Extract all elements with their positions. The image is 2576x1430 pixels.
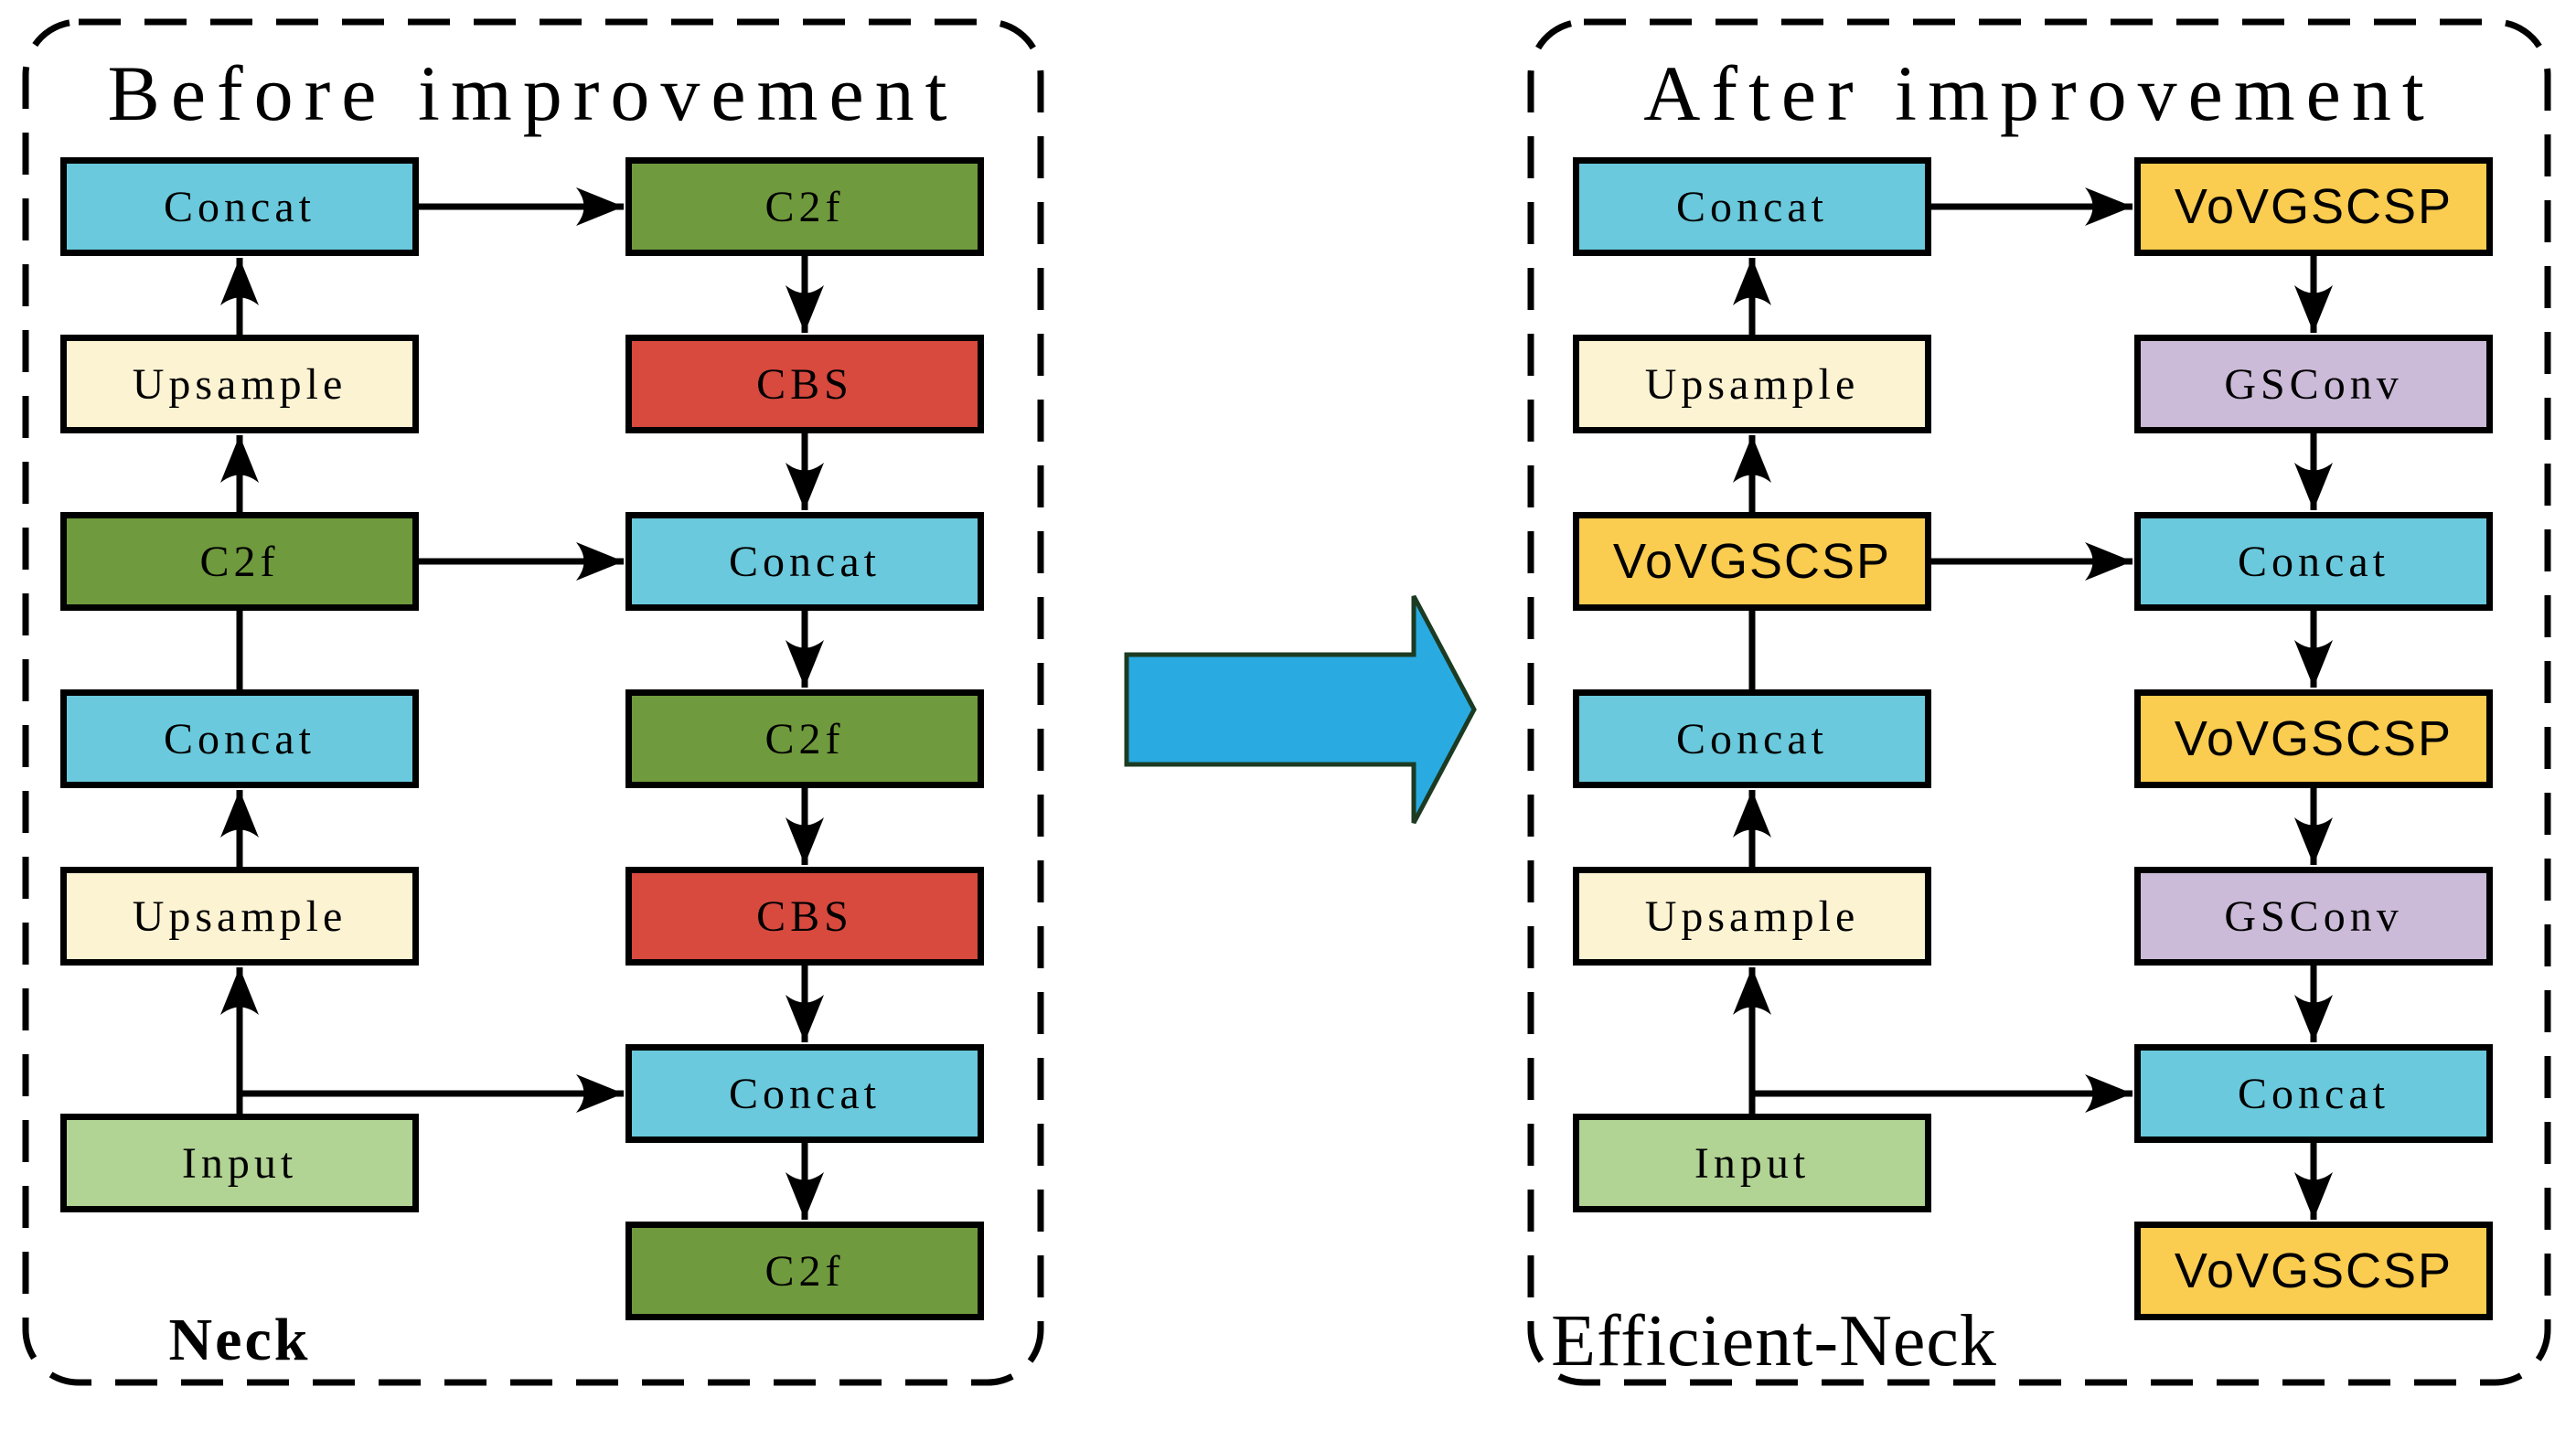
node-c2f: C2f — [625, 689, 984, 788]
node-gsconv: GSConv — [2134, 335, 2493, 433]
node-c2f: C2f — [625, 157, 984, 256]
node-concat: Concat — [2134, 1044, 2493, 1143]
node-c2f: C2f — [625, 1222, 984, 1320]
node-concat: Concat — [1573, 689, 1931, 788]
before-caption: Neck — [168, 1307, 311, 1373]
node-concat: Concat — [60, 689, 419, 788]
node-upsample: Upsample — [1573, 335, 1931, 433]
node-upsample: Upsample — [60, 335, 419, 433]
node-cbs: CBS — [625, 335, 984, 433]
node-input: Input — [1573, 1114, 1931, 1212]
before-connectors — [220, 187, 824, 1220]
transform-arrow-icon — [1124, 594, 1477, 825]
node-concat: Concat — [60, 157, 419, 256]
panel-border-after — [1527, 18, 2551, 1386]
node-vovgscsp: VoVGSCSP — [2134, 689, 2493, 788]
panel-border-before — [22, 18, 1044, 1386]
after-caption: Efficient-Neck — [1551, 1301, 1997, 1382]
node-vovgscsp: VoVGSCSP — [2134, 1222, 2493, 1320]
node-cbs: CBS — [625, 867, 984, 966]
node-concat: Concat — [2134, 512, 2493, 611]
node-gsconv: GSConv — [2134, 867, 2493, 966]
node-concat: Concat — [1573, 157, 1931, 256]
node-c2f: C2f — [60, 512, 419, 611]
after-panel-title: After improvement — [1643, 49, 2435, 137]
node-upsample: Upsample — [1573, 867, 1931, 966]
after-connectors — [1733, 187, 2333, 1220]
node-input: Input — [60, 1114, 419, 1212]
node-concat: Concat — [625, 1044, 984, 1143]
before-panel-title: Before improvement — [107, 49, 958, 137]
node-concat: Concat — [625, 512, 984, 611]
node-upsample: Upsample — [60, 867, 419, 966]
node-vovgscsp: VoVGSCSP — [2134, 157, 2493, 256]
node-vovgscsp: VoVGSCSP — [1573, 512, 1931, 611]
